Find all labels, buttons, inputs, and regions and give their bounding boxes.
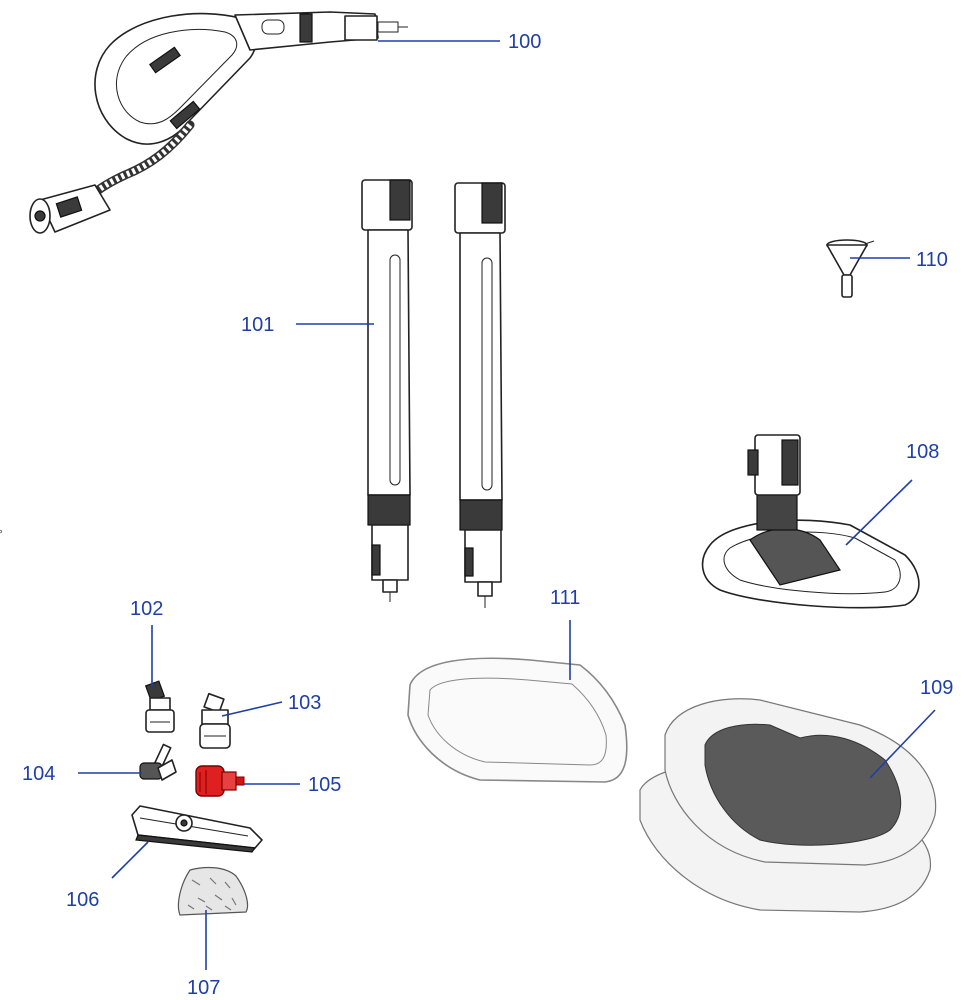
part-102-small-brush bbox=[144, 680, 175, 733]
part-106-window-squeegee bbox=[131, 805, 263, 853]
part-101-extension-tubes bbox=[361, 179, 506, 608]
part-100-steam-hose-handle bbox=[29, 11, 408, 234]
part-label-105: 105 bbox=[308, 774, 341, 796]
part-label-107: 107 bbox=[187, 977, 220, 999]
part-label-109: 109 bbox=[920, 677, 953, 699]
part-label-103: 103 bbox=[288, 692, 321, 714]
edge-mark: ° bbox=[0, 527, 3, 541]
part-105-highlighted-nozzle bbox=[195, 765, 245, 797]
part-label-101: 101 bbox=[241, 314, 274, 336]
part-103-round-brush bbox=[199, 692, 231, 749]
leader-109 bbox=[869, 709, 936, 779]
part-label-102: 102 bbox=[130, 598, 163, 620]
part-label-100: 100 bbox=[508, 31, 541, 53]
part-label-111: 111 bbox=[550, 587, 580, 609]
part-104-angled-nozzle bbox=[139, 743, 177, 781]
part-110-funnel bbox=[826, 239, 875, 298]
part-label-108: 108 bbox=[906, 441, 939, 463]
part-label-104: 104 bbox=[22, 763, 55, 785]
part-label-110: 110 bbox=[916, 249, 948, 271]
part-107-cloth-cover bbox=[177, 866, 249, 916]
leader-103 bbox=[221, 701, 283, 717]
part-111-carpet-glider bbox=[407, 657, 628, 783]
leader-108 bbox=[845, 479, 913, 546]
part-label-106: 106 bbox=[66, 889, 99, 911]
part-108-floor-head bbox=[701, 434, 920, 609]
leader-106 bbox=[111, 841, 149, 879]
part-109-microfiber-pads bbox=[639, 698, 937, 913]
